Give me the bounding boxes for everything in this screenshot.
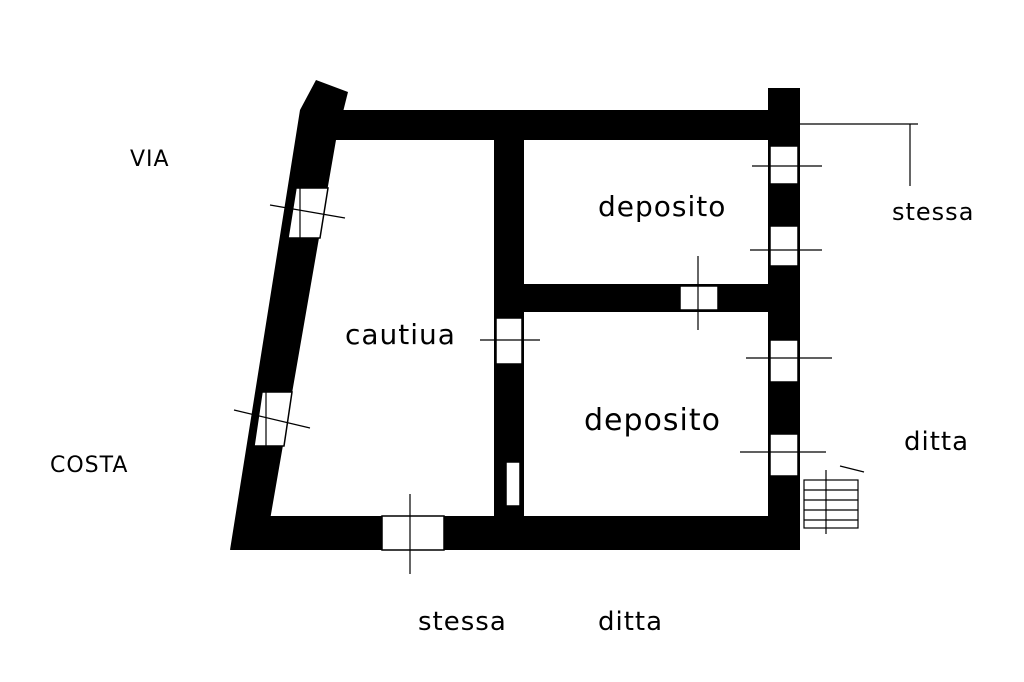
door-interior-lower: [505, 461, 521, 507]
door-interior-upper: [495, 317, 523, 365]
neighbor-label-right-bottom: ditta: [904, 427, 969, 457]
door-interior-horizontal: [679, 285, 719, 311]
door-bottom: [381, 515, 445, 551]
neighbor-label-bottom-right: ditta: [598, 607, 663, 637]
window-right-2: [769, 225, 799, 267]
wall-left: [230, 80, 348, 550]
wall-interior-horizontal: [494, 284, 784, 312]
wall-top: [318, 110, 798, 140]
boundary-marks: [800, 123, 918, 186]
window-left-upper: [287, 187, 329, 239]
street-label-via: VIA: [130, 147, 170, 172]
neighbor-label-right-top: stessa: [892, 198, 974, 226]
window-right-4: [769, 433, 799, 477]
room-label-cantina: cautiua: [345, 318, 456, 351]
stairs: [803, 465, 865, 534]
room-label-deposito-bottom: deposito: [584, 403, 721, 438]
neighbor-label-bottom-left: stessa: [418, 607, 507, 637]
room-label-deposito-top: deposito: [598, 190, 726, 223]
street-label-costa: COSTA: [50, 453, 128, 478]
openings: [233, 145, 832, 574]
window-right-3: [769, 339, 799, 383]
window-right-1: [769, 145, 799, 185]
wall-bottom: [230, 516, 800, 550]
